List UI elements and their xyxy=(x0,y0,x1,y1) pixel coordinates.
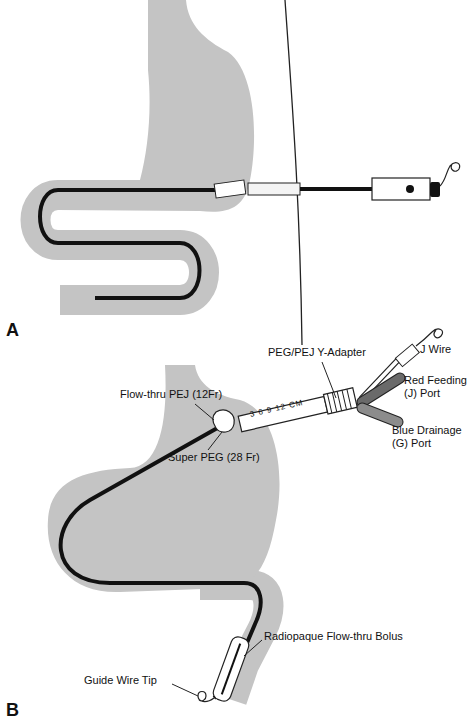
handle xyxy=(372,178,430,200)
handle-dot xyxy=(406,185,414,193)
guide-wire-tip xyxy=(198,692,214,702)
blue-drainage-port xyxy=(362,408,398,422)
bolus-wire xyxy=(222,644,240,695)
super-peg-bumper xyxy=(213,410,234,432)
stomach xyxy=(48,365,280,592)
j-wire-hub xyxy=(395,344,419,367)
pigtail-wire xyxy=(440,163,460,186)
part-label: Guide Wire Tip xyxy=(84,674,157,687)
stomach xyxy=(58,0,254,212)
leader-line xyxy=(322,362,336,398)
part-label: J Wire xyxy=(420,343,451,356)
leader-line xyxy=(195,404,214,420)
leader-line xyxy=(172,684,198,696)
panel-letter: A xyxy=(6,320,19,341)
leader-line xyxy=(208,432,222,450)
tube-line xyxy=(300,187,372,191)
external-tube xyxy=(248,183,300,195)
blue-drainage-port-fill xyxy=(362,408,398,422)
coupling-ridges xyxy=(327,389,351,413)
part-label: Super PEG (28 Fr) xyxy=(168,451,260,464)
part-label: Radiopaque Flow-thru Bolus xyxy=(264,630,403,643)
leader-line xyxy=(244,640,262,656)
part-label: Flow-thru PEJ (12Fr) xyxy=(120,388,222,401)
red-feeding-port xyxy=(362,378,400,402)
y-adapter-coupling xyxy=(323,388,357,414)
part-label: Red Feeding (J) Port xyxy=(404,374,472,399)
part-label: PEG/PEJ Y-Adapter xyxy=(268,346,366,359)
handle-cap xyxy=(430,182,440,197)
part-label: Blue Drainage (G) Port xyxy=(392,424,472,449)
red-feeding-port-fill xyxy=(362,378,400,402)
panel-letter: B xyxy=(6,700,19,721)
abdominal-wall xyxy=(285,0,302,345)
internal-bumper xyxy=(214,180,246,198)
bolus xyxy=(211,635,250,703)
feeding-tube xyxy=(40,190,240,298)
peg-tube-ruler xyxy=(238,396,327,431)
